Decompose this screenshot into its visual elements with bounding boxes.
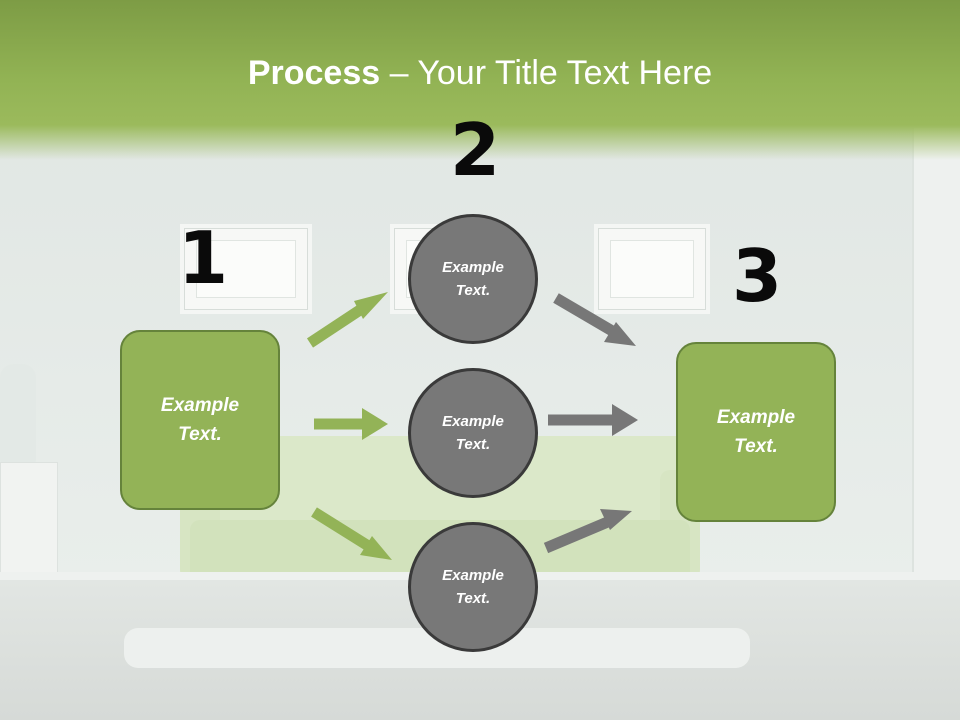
slide-title: Process – Your Title Text Here (0, 54, 960, 93)
vase (0, 364, 36, 464)
step-number-2: 2 (450, 108, 501, 192)
arrow-middle-right (548, 404, 638, 436)
step-number-3: 3 (732, 234, 783, 318)
title-bold: Process (247, 54, 381, 92)
arrow-upper-left (306, 292, 388, 348)
circle-top[interactable]: Example Text. (408, 214, 538, 344)
circle-bottom[interactable]: Example Text. (408, 522, 538, 652)
right-text-box-label: Example Text. (716, 407, 796, 457)
arrow-upper-right (553, 293, 636, 346)
left-text-box-label: Example Text. (160, 395, 240, 445)
cabinet (0, 462, 58, 582)
arrow-middle-left (314, 408, 388, 440)
circle-top-label: Example Text. (442, 259, 504, 299)
arrow-lower-right (543, 509, 632, 554)
wall-picture-frame-left (180, 224, 312, 314)
title-banner (0, 0, 960, 160)
circle-middle[interactable]: Example Text. (408, 368, 538, 498)
wall-picture-frame-right (594, 224, 710, 314)
step-number-1: 1 (178, 216, 229, 300)
window (912, 128, 960, 608)
circle-middle-label: Example Text. (442, 413, 504, 453)
circle-bottom-label: Example Text. (442, 567, 504, 607)
right-text-box[interactable]: Example Text. (676, 342, 836, 522)
title-rest: – Your Title Text Here (380, 54, 713, 92)
left-text-box[interactable]: Example Text. (120, 330, 280, 510)
arrow-lower-left (311, 507, 392, 560)
